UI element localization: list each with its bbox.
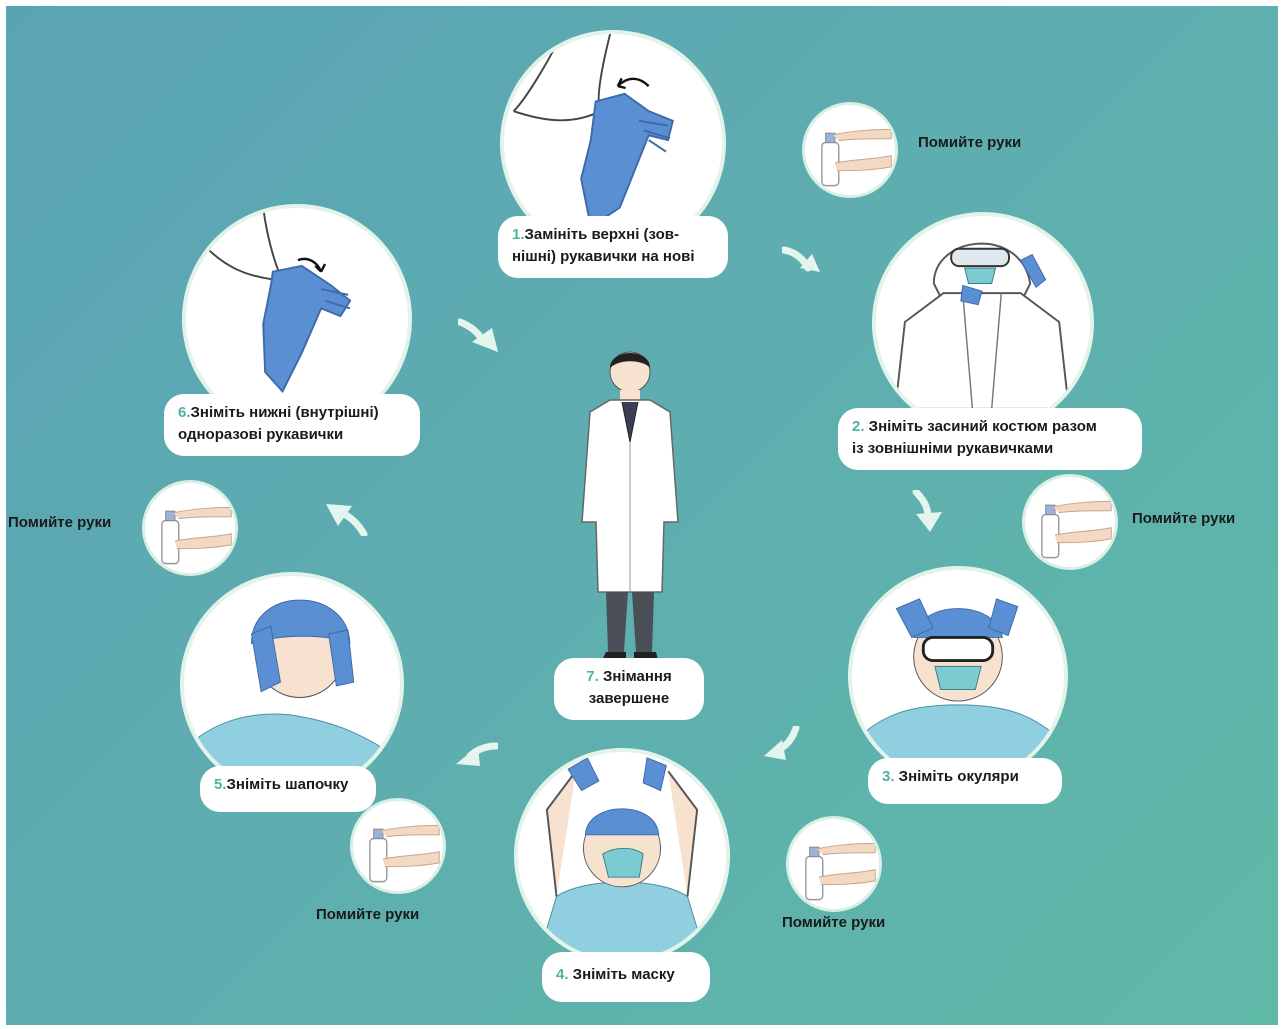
step-text: Знімання — [598, 668, 672, 685]
curved-arrow-icon — [324, 500, 368, 538]
wash-hands-icon-3 — [786, 816, 882, 912]
doctor-figure-icon — [581, 351, 679, 660]
protective-suit-icon — [894, 242, 1070, 410]
step-4-illustration — [514, 748, 730, 964]
wash-hands-label-5: Помийте руки — [8, 514, 112, 531]
step-number: 2. — [852, 418, 865, 435]
step-text: Зніміть окуляри — [894, 768, 1019, 785]
step-number: 7. — [586, 668, 599, 685]
ppe-removal-diagram: 1.Замініть верхні (зов- нішні) рукавички… — [6, 6, 1278, 1025]
curved-arrow-icon — [760, 724, 804, 762]
curved-arrow-icon — [456, 318, 502, 354]
step-text-line2: одноразові рукавички — [178, 426, 344, 443]
mask-removal-icon — [536, 757, 708, 960]
curved-arrow-icon — [454, 734, 500, 770]
step-text-line2: із зовнішніми рукавичками — [852, 440, 1054, 457]
step-4-label: 4. Зніміть маску — [542, 952, 710, 1002]
step-5-label: 5.Зніміть шапочку — [200, 766, 376, 812]
sanitizer-hands-icon — [1041, 500, 1112, 559]
step-1-label: 1.Замініть верхні (зов- нішні) рукавички… — [498, 216, 728, 278]
wash-hands-icon-2 — [1022, 474, 1118, 570]
step-number: 4. — [556, 966, 569, 983]
cap-removal-icon — [184, 599, 400, 792]
sanitizer-hands-icon — [369, 824, 440, 883]
step-text: Зніміть нижні (внутрішні) — [190, 404, 379, 421]
wash-hands-icon-5 — [142, 480, 238, 576]
glove-replace-icon — [512, 34, 674, 229]
sanitizer-hands-icon — [161, 506, 232, 565]
wash-hands-label-1: Помийте руки — [918, 134, 1022, 151]
step-3-illustration — [848, 566, 1068, 786]
step-text: Замініть верхні (зов- — [524, 226, 680, 243]
step-3-label: 3. Зніміть окуляри — [868, 758, 1062, 804]
step-2-label: 2. Зніміть засиний костюм разом із зовні… — [838, 408, 1142, 470]
step-text: Зніміть маску — [568, 966, 675, 983]
wash-hands-label-4: Помийте руки — [316, 906, 420, 923]
step-text-line2: завершене — [588, 690, 670, 707]
step-7-label: 7. Знімання завершене — [554, 658, 704, 720]
wash-hands-label-3: Помийте руки — [782, 914, 886, 931]
step-number: 5. — [214, 776, 227, 793]
curved-arrow-icon — [908, 488, 948, 534]
step-number: 3. — [882, 768, 895, 785]
step-text: Зніміть шапочку — [226, 776, 349, 793]
step-number: 6. — [178, 404, 191, 421]
goggles-removal-icon — [852, 598, 1064, 782]
curved-arrow-icon — [780, 242, 826, 278]
step-6-label: 6.Зніміть нижні (внутрішні) одноразові р… — [164, 394, 420, 456]
inner-glove-removal-icon — [204, 208, 352, 394]
wash-hands-label-2: Помийте руки — [1132, 510, 1236, 527]
step-text-line2: нішні) рукавички на нові — [512, 248, 695, 265]
sanitizer-hands-icon — [821, 128, 892, 187]
step-2-illustration — [872, 212, 1094, 434]
step-number: 1. — [512, 226, 525, 243]
wash-hands-icon-1 — [802, 102, 898, 198]
step-text: Зніміть засиний костюм разом — [864, 418, 1097, 435]
wash-hands-icon-4 — [350, 798, 446, 894]
step-5-illustration — [180, 572, 404, 796]
sanitizer-hands-icon — [805, 842, 876, 901]
